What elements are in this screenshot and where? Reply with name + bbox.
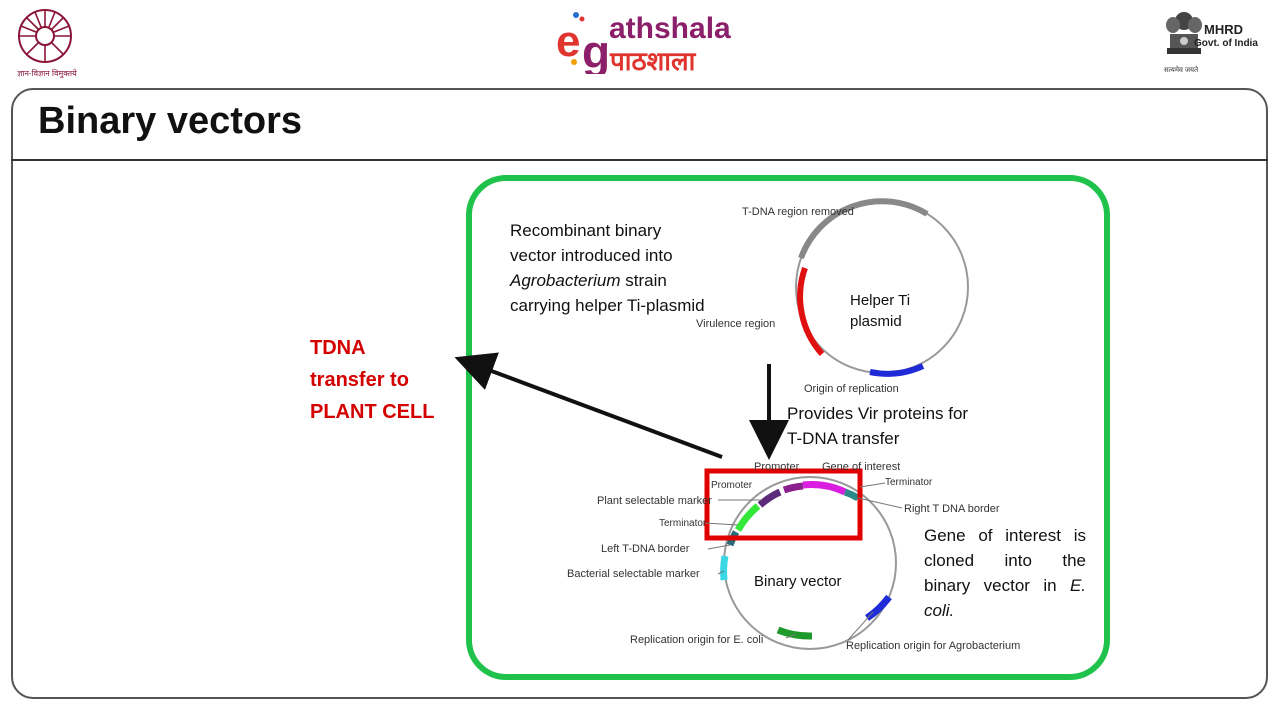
tdna-removed-label: T-DNA region removed — [742, 206, 854, 218]
left-border-label: Left T-DNA border — [601, 543, 690, 555]
plant-marker-segment — [734, 503, 761, 532]
bacterial-marker-segment — [720, 555, 729, 581]
ugc-emblem-icon — [18, 9, 72, 63]
tdna-removed-segment — [798, 198, 929, 260]
epathshala-logo: e g athshala पाठशाला — [554, 6, 744, 76]
gene-note-line3-prefix: binary vector in — [924, 576, 1070, 595]
ori-agro-label: Replication origin for Agrobacterium — [846, 640, 1021, 652]
promoter-top-label: Promoter — [754, 461, 800, 473]
slide-title: Binary vectors — [38, 100, 303, 142]
promoter-left-label: Promoter — [711, 480, 753, 491]
gene-note-ecoli-coli: coli. — [924, 601, 955, 620]
intro-agrobacterium: Agrobacterium — [510, 271, 621, 290]
ori-ecoli-segment — [776, 626, 813, 640]
helper-origin-segment — [869, 363, 925, 377]
mhrd-title: MHRD — [1204, 22, 1243, 37]
ugc-logo: ज्ञान-विज्ञान विमुक्तये — [10, 6, 80, 82]
logo-text-hi: पाठशाला — [610, 46, 696, 76]
gene-of-interest-segment — [802, 481, 847, 496]
intro-line1: Recombinant binary — [510, 221, 662, 240]
binary-vector-circle — [723, 476, 897, 650]
svg-text:g: g — [582, 26, 610, 74]
intro-line3-rest: strain — [620, 271, 667, 290]
intro-line3: Agrobacterium strain — [510, 268, 750, 293]
diagram-box — [466, 175, 1110, 680]
ugc-logo-caption: ज्ञान-विज्ञान विमुक्तये — [17, 69, 77, 78]
tdna-note-line1: TDNA — [310, 337, 366, 359]
gene-note-line3: binary vector in E. — [924, 573, 1086, 598]
tdna-note-line3: PLANT CELL — [310, 401, 435, 423]
epg-mark-icon: e g — [556, 12, 610, 74]
provides-text: Provides Vir proteins for T-DNA transfer — [787, 401, 968, 451]
provides-line2: T-DNA transfer — [787, 429, 900, 448]
transfer-arrow — [454, 352, 723, 459]
helper-name-line1: Helper Ti — [850, 292, 911, 309]
gene-note-line4: coli. — [924, 598, 1086, 623]
virulence-segment — [797, 267, 825, 356]
terminator-left-label: Terminator — [659, 518, 707, 529]
ori-ecoli-label: Replication origin for E. coli — [630, 634, 764, 646]
title-divider — [11, 159, 1268, 161]
gene-note-line1: Gene of interest is — [924, 526, 1086, 545]
promoter-top-segment — [782, 482, 804, 494]
emblem-motto: सत्यमेव जयते — [1164, 67, 1199, 74]
tdna-transfer-note: TDNA transfer to PLANT CELL — [310, 332, 460, 428]
promoter-left-segment — [757, 488, 782, 508]
helper-origin-label: Origin of replication — [804, 383, 899, 395]
slide-header: ज्ञान-विज्ञान विमुक्तये e g athshala पाठ… — [0, 0, 1280, 88]
helper-plasmid-name: Helper Ti plasmid — [850, 290, 910, 332]
gene-note-text: Gene of interest is cloned into the bina… — [924, 523, 1086, 623]
gene-of-interest-label: Gene of interest — [822, 461, 901, 473]
terminator-right-label: Terminator — [885, 477, 933, 488]
provides-line1: Provides Vir proteins for — [787, 404, 969, 423]
mhrd-logo: MHRD Govt. of India सत्यमेव जयते — [1160, 6, 1270, 78]
intro-line2: vector introduced into — [510, 246, 673, 265]
slide-frame — [11, 88, 1268, 699]
mhrd-subtitle: Govt. of India — [1194, 38, 1258, 49]
bacterial-marker-label: Bacterial selectable marker — [567, 568, 700, 580]
gene-note-line2: cloned into the — [924, 551, 1086, 570]
virulence-label: Virulence region — [696, 318, 776, 330]
plant-marker-label: Plant selectable marker — [597, 495, 712, 507]
right-border-label: Right T DNA border — [904, 503, 1000, 515]
helper-name-line2: plasmid — [850, 313, 902, 330]
logo-text-en: athshala — [609, 12, 731, 45]
intro-line4: carrying helper Ti-plasmid — [510, 296, 705, 315]
tdna-highlight-box — [704, 468, 863, 541]
national-emblem-icon — [1166, 12, 1202, 54]
terminator-right-segment — [843, 488, 860, 502]
gene-note-ecoli-e: E. — [1069, 576, 1086, 595]
intro-text: Recombinant binary vector introduced int… — [510, 218, 750, 318]
tdna-note-line2: transfer to — [310, 369, 409, 391]
svg-text:e: e — [556, 17, 580, 66]
binary-vector-name: Binary vector — [754, 573, 842, 590]
